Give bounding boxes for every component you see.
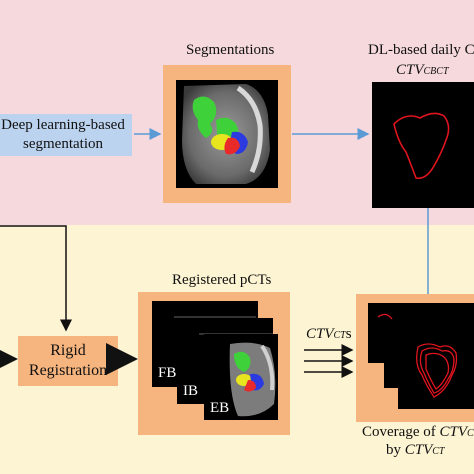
ctv-ct-main: CTV (306, 326, 334, 342)
coverage-caption-line1: Coverage of CTVCE (362, 424, 474, 441)
coverage-contours (416, 343, 458, 398)
ctv-cbct-sub: CBCT (423, 66, 449, 77)
pct-image-eb (204, 334, 278, 420)
coverage-by-ctv-main: CTV (404, 442, 433, 458)
rigid-box-line1: Rigid (50, 342, 86, 359)
ctv-ct-label: CTVCTs (306, 326, 352, 343)
coverage-by-ctv-sub: CT (432, 446, 445, 457)
coverage-image-3 (398, 333, 474, 409)
ctv-ct-sub: CT (333, 330, 346, 341)
rigid-box-line2: Registration (28, 362, 108, 379)
registered-pcts-caption: Registered pCTs (172, 272, 272, 288)
deep-learning-box-line1: Deep learning-based (1, 117, 125, 133)
dl-daily-caption-line1: DL-based daily CT (368, 42, 474, 58)
segmentation-red-region (224, 137, 240, 155)
deep-learning-segmentation-box: Deep learning-based segmentation (0, 114, 132, 156)
segmentations-image (176, 80, 278, 188)
coverage-by: by (386, 442, 405, 458)
arrow-to-rigid-registration (0, 225, 72, 332)
coverage-ctv-main: CTV (439, 424, 467, 440)
pct-eb-ct-slice (229, 342, 276, 417)
ctv-cbct-contour (393, 112, 450, 180)
pct-label-fb: FB (158, 365, 177, 381)
coverage-ctv-sub: CE (466, 428, 474, 439)
rigid-registration-box: Rigid Registration (18, 336, 118, 386)
ctv-cbct-image (372, 82, 474, 208)
deep-learning-box-line2: segmentation (23, 136, 103, 152)
segmentations-caption: Segmentations (186, 42, 275, 58)
coverage-prefix: Coverage of (362, 424, 440, 440)
pct-label-ib: IB (183, 383, 198, 399)
ct-spine (236, 85, 263, 174)
pct-fb-lines (174, 316, 256, 318)
ctv-cbct-main: CTV (396, 62, 424, 78)
segmentation-green-region (192, 96, 217, 138)
coverage-caption-line2: by CTVCT (386, 442, 445, 459)
dl-daily-caption-ctv: CTVCBCT (396, 62, 449, 79)
ctv-cbct-contour-svg (393, 112, 450, 180)
pct-label-eb: EB (210, 400, 230, 416)
segmentation-ct-slice (182, 84, 270, 184)
coverage-contour-back (377, 313, 393, 320)
ctv-ct-suffix: s (345, 326, 352, 342)
